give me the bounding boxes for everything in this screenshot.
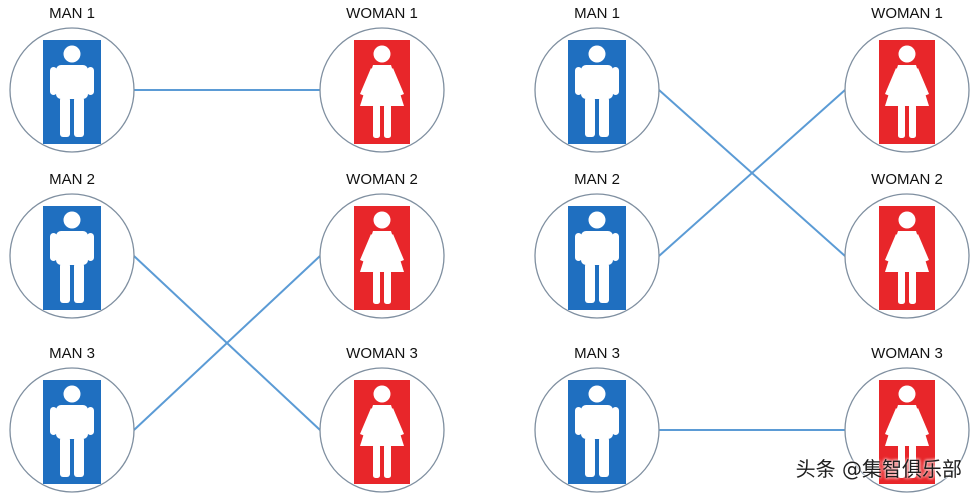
watermark: 头条 @集智俱乐部 (795, 457, 962, 481)
man-node-2-panel-1: MAN 2 (9, 171, 135, 319)
man-label: MAN 3 (574, 345, 620, 362)
man-label: MAN 1 (574, 5, 620, 22)
link-man3-woman2-panel-1 (133, 255, 321, 431)
woman-node-1-panel-2: WOMAN 1 (844, 5, 970, 153)
woman-label: WOMAN 3 (346, 345, 418, 362)
woman-label: WOMAN 2 (871, 171, 943, 188)
woman-figure-icon (360, 211, 404, 304)
man-figure-icon (575, 385, 619, 477)
woman-node-2-panel-2: WOMAN 2 (844, 171, 970, 319)
woman-label: WOMAN 1 (346, 5, 418, 22)
man-figure-icon (575, 211, 619, 303)
man-node-2-panel-2: MAN 2 (534, 171, 660, 319)
man-figure-icon (50, 45, 94, 137)
woman-label: WOMAN 1 (871, 5, 943, 22)
woman-node-2-panel-1: WOMAN 2 (319, 171, 445, 319)
link-man2-woman1-panel-2 (658, 89, 846, 257)
man-label: MAN 1 (49, 5, 95, 22)
woman-figure-icon (360, 45, 404, 138)
woman-label: WOMAN 2 (346, 171, 418, 188)
woman-node-3-panel-2: WOMAN 3 (844, 345, 970, 493)
woman-figure-icon (360, 385, 404, 478)
woman-node-3-panel-1: WOMAN 3 (319, 345, 445, 493)
woman-figure-icon (885, 385, 929, 478)
man-figure-icon (50, 211, 94, 303)
man-node-3-panel-2: MAN 3 (534, 345, 660, 493)
man-node-1-panel-2: MAN 1 (534, 5, 660, 153)
man-label: MAN 2 (574, 171, 620, 188)
woman-figure-icon (885, 45, 929, 138)
man-figure-icon (575, 45, 619, 137)
woman-node-1-panel-1: WOMAN 1 (319, 5, 445, 153)
man-node-1-panel-1: MAN 1 (9, 5, 135, 153)
woman-label: WOMAN 3 (871, 345, 943, 362)
man-label: MAN 3 (49, 345, 95, 362)
man-label: MAN 2 (49, 171, 95, 188)
man-node-3-panel-1: MAN 3 (9, 345, 135, 493)
man-figure-icon (50, 385, 94, 477)
woman-figure-icon (885, 211, 929, 304)
